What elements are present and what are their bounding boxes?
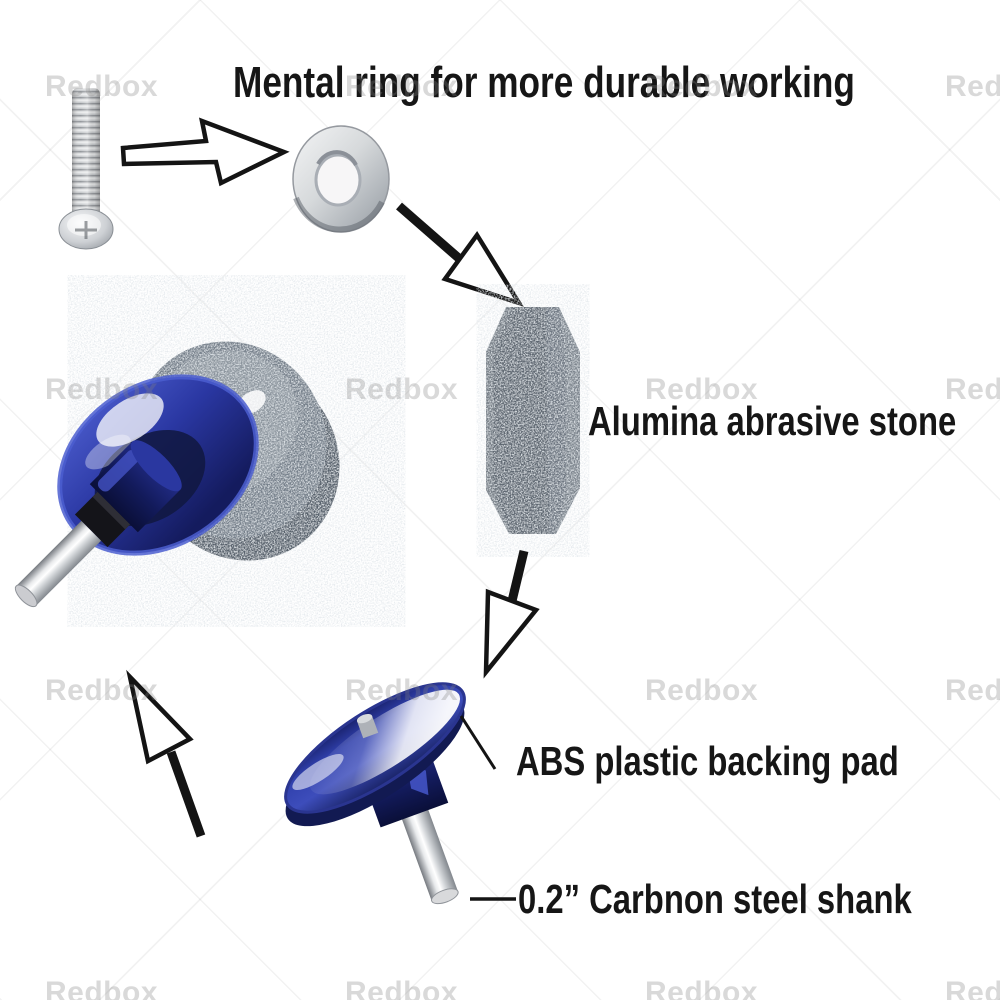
metal-ring-image bbox=[292, 125, 390, 233]
pad-label: ABS plastic backing pad bbox=[516, 738, 899, 784]
title: Mental ring for more durable working bbox=[233, 58, 855, 107]
arrow-bolt-to-washer bbox=[120, 117, 290, 187]
shank-label: 0.2” Carbnon steel shank bbox=[518, 876, 912, 922]
arrow-washer-to-stone bbox=[396, 202, 525, 308]
arrow-pad-to-assembled bbox=[126, 669, 206, 838]
abrasive-stone-image bbox=[486, 307, 580, 534]
pad-label-connector-line bbox=[459, 715, 497, 770]
backing-pad-image bbox=[284, 682, 466, 905]
stone-label: Alumina abrasive stone bbox=[588, 398, 957, 444]
pad-screw-stub bbox=[356, 713, 379, 739]
assembled-sharpener-image bbox=[14, 341, 340, 608]
bolt-image bbox=[58, 88, 114, 250]
sharpener-nut bbox=[74, 491, 131, 548]
arrow-stone-to-pad bbox=[483, 549, 540, 679]
sharpener-shank bbox=[14, 520, 102, 608]
sharpener-hub bbox=[89, 440, 182, 533]
pad-shank bbox=[398, 801, 459, 905]
